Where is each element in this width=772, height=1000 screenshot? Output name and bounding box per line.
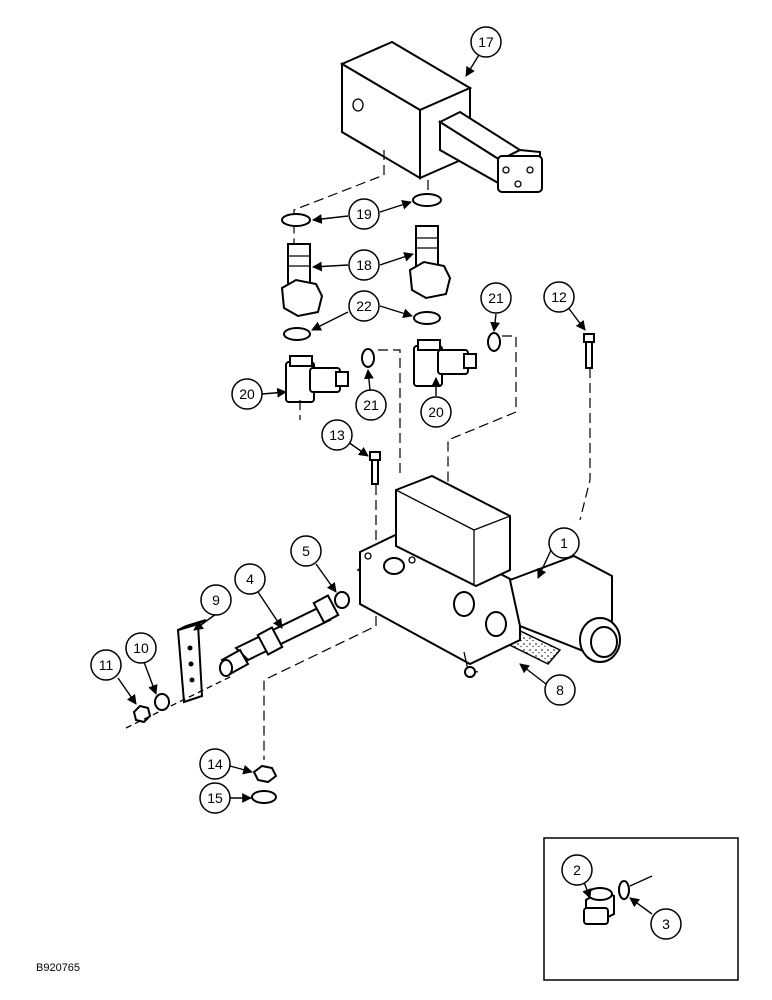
callout-13: 13 (321, 419, 353, 451)
figure-code: B920765 (36, 962, 81, 974)
svg-text:5: 5 (302, 543, 310, 559)
svg-text:3: 3 (662, 916, 670, 932)
o-ring-15 (251, 790, 277, 804)
callout-4: 4 (234, 563, 266, 595)
svg-text:22: 22 (356, 298, 372, 314)
callout-9: 9 (200, 584, 232, 616)
callout-21-upper: 21 (480, 282, 512, 314)
link-plate (176, 619, 207, 704)
svg-text:10: 10 (133, 640, 149, 656)
seal-5 (334, 591, 350, 609)
callout-8: 8 (544, 674, 576, 706)
svg-text:18: 18 (356, 257, 372, 273)
callout-12: 12 (543, 281, 575, 313)
callout-leaders (117, 49, 653, 915)
callout-14: 14 (199, 748, 231, 780)
svg-text:8: 8 (556, 682, 564, 698)
svg-text:14: 14 (207, 756, 223, 772)
svg-text:17: 17 (478, 34, 494, 50)
svg-text:11: 11 (99, 657, 114, 673)
spool (219, 594, 340, 677)
callout-10: 10 (125, 632, 157, 664)
svg-text:1: 1 (560, 535, 568, 551)
o-ring-21-right (487, 332, 501, 352)
valve-body (359, 474, 621, 678)
callout-2: 2 (561, 854, 593, 886)
adapter-18-right (408, 225, 452, 300)
callout-20-right: 20 (420, 396, 452, 428)
callout-22: 22 (348, 290, 380, 322)
svg-text:13: 13 (329, 427, 345, 443)
svg-text:20: 20 (239, 386, 255, 402)
svg-text:12: 12 (551, 289, 567, 305)
o-ring-22-left (283, 327, 311, 341)
callout-20-left: 20 (231, 378, 263, 410)
svg-text:19: 19 (356, 206, 372, 222)
callout-3: 3 (650, 908, 682, 940)
callout-11: 11 (90, 649, 122, 681)
svg-text:9: 9 (212, 592, 220, 608)
svg-text:20: 20 (428, 404, 444, 420)
callout-19: 19 (348, 198, 380, 230)
callout-5: 5 (290, 535, 322, 567)
adapter-18-left (280, 243, 324, 318)
callout-21-lower: 21 (355, 389, 387, 421)
o-ring-19-right (412, 193, 442, 207)
callout-15: 15 (199, 782, 231, 814)
svg-text:4: 4 (246, 571, 254, 587)
nut-11 (132, 704, 152, 724)
bolt-12 (583, 333, 595, 369)
o-ring-19-left (281, 213, 311, 227)
svg-text:21: 21 (488, 290, 504, 306)
svg-text:15: 15 (207, 790, 223, 806)
callout-17: 17 (470, 26, 502, 58)
elbow-fitting-20-left (285, 355, 349, 403)
plug-14 (252, 764, 278, 784)
bolt-13 (369, 451, 381, 485)
callout-1: 1 (548, 527, 580, 559)
inset-panel (543, 837, 739, 981)
plug-2 (583, 887, 615, 925)
o-ring-21-left (361, 348, 375, 368)
svg-text:2: 2 (573, 862, 581, 878)
solenoid-valve (339, 40, 543, 193)
o-ring-3 (618, 880, 630, 900)
elbow-fitting-20-right (413, 339, 477, 387)
o-ring-22-right (413, 311, 441, 325)
svg-text:21: 21 (363, 397, 379, 413)
callout-18: 18 (348, 249, 380, 281)
